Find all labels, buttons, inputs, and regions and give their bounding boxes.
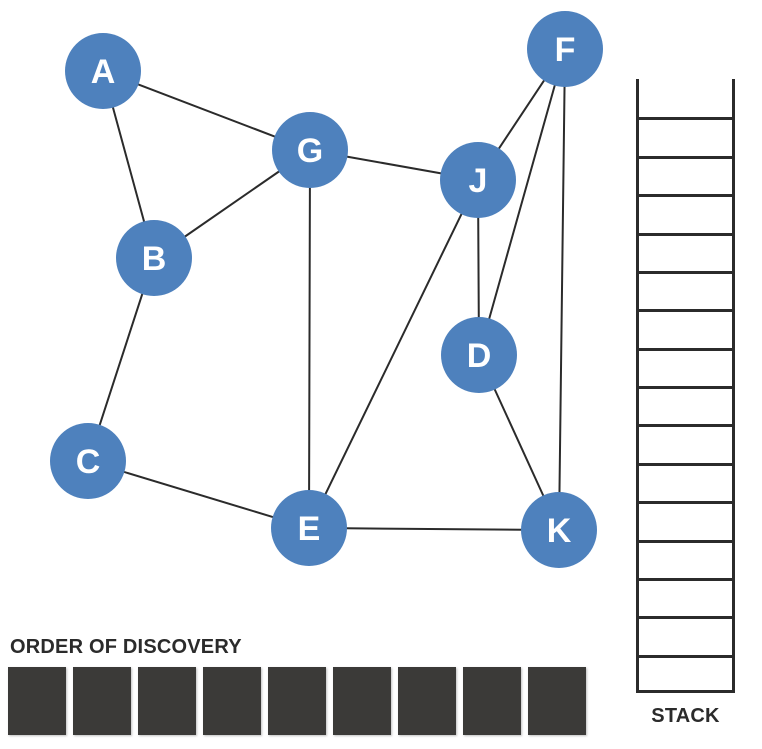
graph-node-label-d: D: [467, 337, 492, 375]
graph-edge-f-d: [487, 82, 557, 322]
stack-cell-divider: [636, 424, 735, 427]
stack-cell-divider: [636, 156, 735, 159]
stack-cell-divider: [636, 578, 735, 581]
order-of-discovery-slot[interactable]: [333, 667, 391, 735]
graph-edge-f-k: [558, 83, 566, 496]
graph-node-b[interactable]: B: [116, 220, 192, 296]
order-of-discovery-slot[interactable]: [8, 667, 66, 735]
graph-node-j[interactable]: J: [440, 142, 516, 218]
graph-node-circle-g[interactable]: [272, 112, 348, 188]
graph-edges: [98, 77, 566, 531]
graph-node-e[interactable]: E: [271, 490, 347, 566]
graph-edge-j-e: [323, 211, 464, 497]
graph-node-label-e: E: [298, 510, 321, 548]
order-of-discovery-slot[interactable]: [138, 667, 196, 735]
stack-cell-divider: [636, 309, 735, 312]
graph-node-label-f: F: [555, 31, 576, 69]
order-of-discovery-slot[interactable]: [73, 667, 131, 735]
order-of-discovery-title: ORDER OF DISCOVERY: [10, 636, 242, 658]
graph-node-circle-k[interactable]: [521, 492, 597, 568]
graph-node-circle-b[interactable]: [116, 220, 192, 296]
stack-cell-divider: [636, 271, 735, 274]
graph-edge-j-f: [496, 77, 547, 152]
graph-node-circle-f[interactable]: [527, 11, 603, 87]
graph-edge-b-g: [182, 169, 282, 239]
graph-edge-e-k: [343, 527, 525, 531]
order-of-discovery-slot[interactable]: [203, 667, 261, 735]
graph-node-circle-e[interactable]: [271, 490, 347, 566]
stack-section: [636, 79, 735, 693]
graph-node-c[interactable]: C: [50, 423, 126, 499]
stack-bottom-border: [636, 690, 735, 693]
graph-node-g[interactable]: G: [272, 112, 348, 188]
order-of-discovery-slot[interactable]: [268, 667, 326, 735]
order-of-discovery-slot[interactable]: [528, 667, 586, 735]
graph-node-label-a: A: [91, 53, 116, 91]
stack-cell-divider: [636, 616, 735, 619]
graph-node-circle-j[interactable]: [440, 142, 516, 218]
stack-container: [636, 79, 735, 693]
stack-cell-divider: [636, 194, 735, 197]
graph-edge-g-j: [344, 155, 444, 175]
graph-edge-c-e: [121, 470, 276, 519]
graph-node-f[interactable]: F: [527, 11, 603, 87]
graph-nodes: A B C D E F G J K: [50, 11, 603, 568]
stack-cell-divider: [636, 463, 735, 466]
order-of-discovery-slot[interactable]: [398, 667, 456, 735]
graph-edge-j-d: [477, 214, 480, 321]
graph-edge-d-k: [492, 386, 546, 499]
graph-edge-b-c: [98, 291, 144, 428]
stack-cell-divider: [636, 386, 735, 389]
graph-node-label-j: J: [469, 162, 488, 200]
stack-cell-divider: [636, 655, 735, 658]
graph-edge-a-b: [111, 104, 146, 225]
stack-cell-divider: [636, 501, 735, 504]
graph-node-a[interactable]: A: [65, 33, 141, 109]
graph-node-label-k: K: [547, 512, 572, 550]
graph-node-label-g: G: [297, 132, 323, 170]
graph-node-k[interactable]: K: [521, 492, 597, 568]
graph-edge-g-e: [308, 184, 311, 494]
stack-cell-divider: [636, 117, 735, 120]
graph-edge-a-g: [135, 82, 278, 139]
order-of-discovery-section: ORDER OF DISCOVERY: [8, 636, 588, 735]
graph-node-d[interactable]: D: [441, 317, 517, 393]
stack-cell-divider: [636, 540, 735, 543]
graph-node-circle-a[interactable]: [65, 33, 141, 109]
order-of-discovery-slots: [8, 667, 588, 735]
graph-node-label-c: C: [76, 443, 101, 481]
graph-node-circle-c[interactable]: [50, 423, 126, 499]
order-of-discovery-slot[interactable]: [463, 667, 521, 735]
stack-label: STACK: [651, 705, 720, 727]
stack-cell-divider: [636, 233, 735, 236]
stack-cell-divider: [636, 348, 735, 351]
graph-node-circle-d[interactable]: [441, 317, 517, 393]
graph-node-label-b: B: [142, 240, 167, 278]
